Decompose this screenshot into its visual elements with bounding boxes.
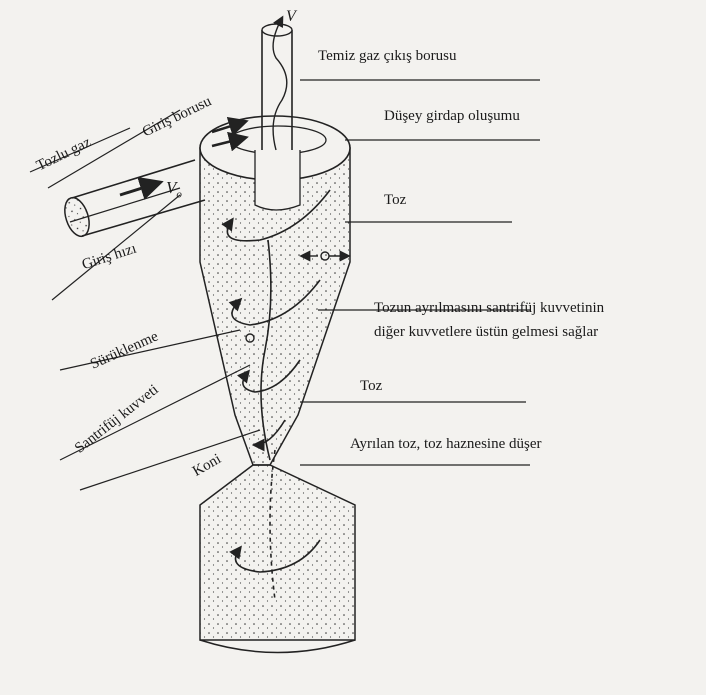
dust-hopper [200,465,355,640]
label-dust-bottom: Toz [360,378,382,395]
label-separation-line-2: diğer kuvvetlere üstün gelmesi sağlar [374,324,598,341]
inlet-velocity-subscript: o [176,188,182,200]
label-separated-dust: Ayrılan toz, toz haznesine düşer [350,436,541,453]
inlet-velocity-symbol: V [166,178,176,197]
label-separation-line-1: Tozun ayrılmasını santrifüj kuvvetinin [374,300,604,317]
label-vertical-vortex: Düşey girdap oluşumu [384,108,520,125]
label-outlet-flow: V [286,8,296,26]
label-inlet-velocity: Vo [166,178,182,201]
inlet-pipe [72,160,205,236]
label-dust-top: Toz [384,192,406,209]
label-clean-gas-outlet: Temiz gaz çıkış borusu [318,48,457,65]
